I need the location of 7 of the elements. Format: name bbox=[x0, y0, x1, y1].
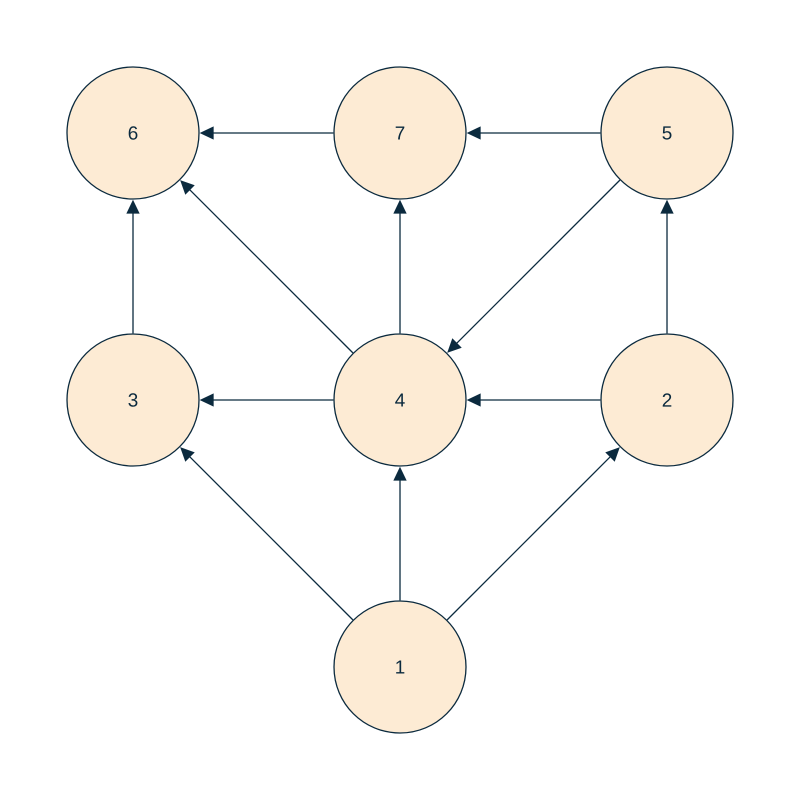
circle-node: 1 bbox=[333, 600, 467, 734]
circle-node: 4 bbox=[333, 333, 467, 467]
circle-node: 7 bbox=[333, 66, 467, 200]
circle-node: 5 bbox=[600, 66, 734, 200]
circle-node: 2 bbox=[600, 333, 734, 467]
circle-node: 6 bbox=[66, 66, 200, 200]
circle-node: 3 bbox=[66, 333, 200, 467]
